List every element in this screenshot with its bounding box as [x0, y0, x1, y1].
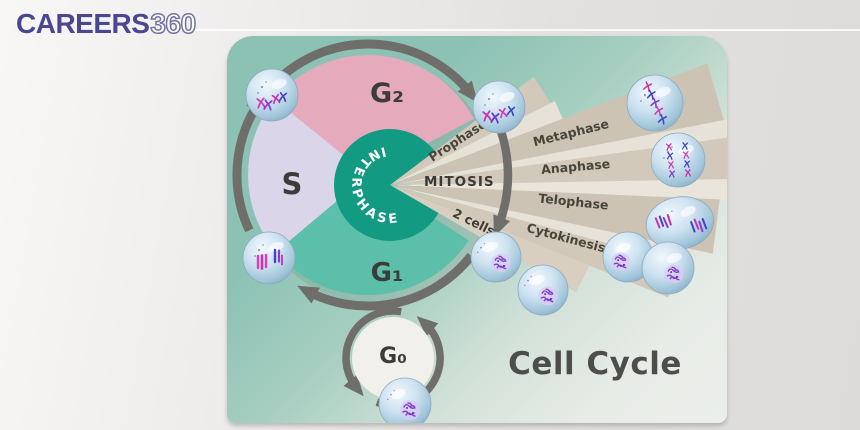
sector-g0-label: G₀ — [379, 344, 407, 369]
sector-g2-label: G₂ — [370, 78, 404, 109]
cell-daughter-1 — [470, 231, 522, 283]
sector-g1-label: G₁ — [371, 258, 404, 288]
cell-g0 — [378, 377, 432, 423]
phase-label-anaphase: Anaphase — [540, 156, 610, 177]
cell-s-boundary — [242, 231, 296, 285]
cell-g2s-boundary — [245, 68, 299, 122]
cell-cycle-card: INTERPHASE MITOSIS Prophase Metaphase An… — [227, 36, 727, 423]
cell-prophase — [472, 80, 526, 134]
cycle-arrow-bottom — [297, 252, 475, 311]
cell-cytokinesis — [602, 231, 695, 295]
g0-exit-arrow — [342, 307, 402, 397]
cell-daughter-2 — [517, 264, 569, 316]
phase-label-telophase: Telophase — [538, 190, 610, 212]
sector-s-label: S — [282, 167, 303, 201]
fan-separator-3 — [390, 179, 727, 200]
logo-text-360: 360 — [150, 7, 197, 40]
sector-s — [248, 99, 368, 253]
cycle-arrow-top — [277, 39, 478, 103]
cell-anaphase — [650, 132, 706, 188]
careers360-logo[interactable]: CAREERS360 — [16, 7, 197, 40]
cycle-arrow-left — [232, 92, 266, 233]
cell-cycle-diagram: INTERPHASE MITOSIS Prophase Metaphase An… — [232, 39, 727, 423]
page-highlight-line — [168, 29, 860, 31]
diagram-title: Cell Cycle — [508, 346, 682, 382]
mitosis-label: MITOSIS — [424, 174, 495, 190]
g0-circle — [352, 317, 434, 399]
cell-metaphase — [626, 74, 684, 132]
logo-text-careers: CAREERS — [16, 8, 150, 39]
